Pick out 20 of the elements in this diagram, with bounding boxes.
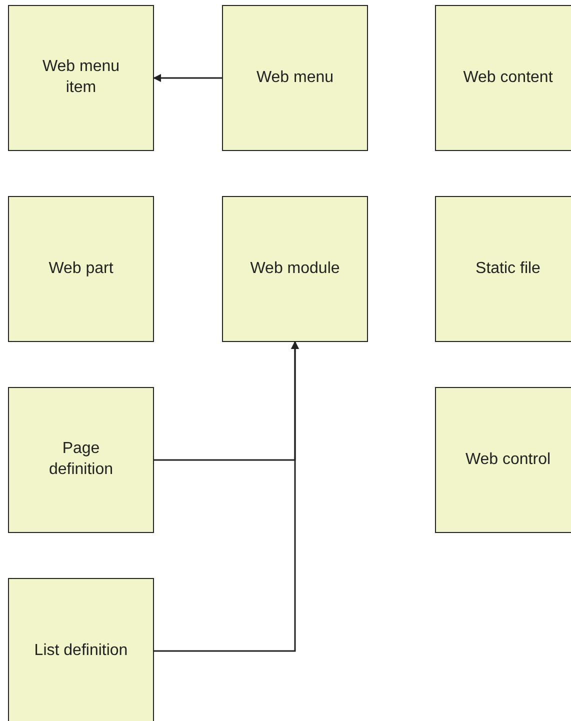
box-label: List definition: [34, 640, 128, 661]
process-box: [435, 196, 571, 342]
box-label: Web menu: [256, 68, 334, 88]
arrow: [153, 74, 222, 82]
process-box: [222, 5, 368, 151]
box-label: Web module: [250, 258, 340, 279]
box-label: Web content: [463, 68, 553, 88]
box-label: Page definition: [48, 439, 114, 480]
process-box: [8, 578, 154, 721]
box-label: Web menu item: [41, 57, 121, 98]
process-box: [435, 387, 571, 533]
process-box: [8, 5, 154, 151]
arrow: [154, 341, 299, 652]
box-label: Web part: [48, 258, 114, 279]
process-box: [222, 196, 368, 342]
box-label: Web control: [465, 450, 551, 470]
process-box: [435, 5, 571, 151]
box-label: Static file: [476, 258, 540, 279]
process-box: [8, 387, 154, 533]
process-box: [8, 196, 154, 342]
